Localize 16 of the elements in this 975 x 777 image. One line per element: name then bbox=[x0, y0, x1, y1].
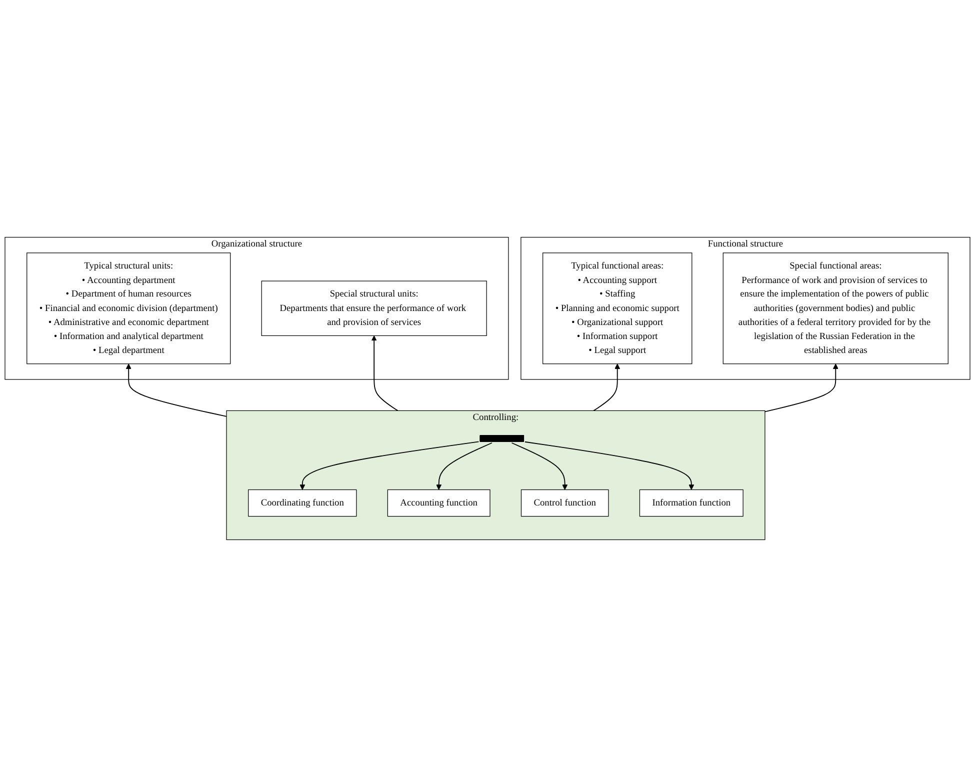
node-box: Special functional areas: Performance of work and provision of services to ensure the implementation of the powers of public authorities (government bodies) and public authorities of a federal territory provided for by the legislation of the Russian Federation in the established areas bbox=[722, 252, 948, 364]
arrow bbox=[593, 364, 620, 412]
arrow bbox=[300, 441, 480, 490]
arrow bbox=[511, 442, 568, 490]
node-box: Coordinating function bbox=[248, 489, 357, 517]
node-box: Typical functional areas: • Accounting support • Staffing • Planning and economic support • Organizational support • Information support • Legal support bbox=[542, 252, 692, 364]
node-box: Accounting function bbox=[387, 489, 490, 517]
node-box: Special structural units: Departments that ensure the performance of work and provision of services bbox=[261, 280, 487, 336]
arrow bbox=[371, 335, 398, 412]
arrow bbox=[524, 441, 694, 490]
arrow bbox=[764, 364, 838, 412]
arrow bbox=[436, 442, 492, 490]
node-box: Information function bbox=[639, 489, 744, 517]
arrow bbox=[126, 364, 227, 417]
node-box: Control function bbox=[520, 489, 609, 517]
node-box: Typical structural units: • Accounting department • Department of human resources • Financial and economic division (department) • Administrative and economic department • Information and analytical department • Legal department bbox=[26, 252, 231, 364]
